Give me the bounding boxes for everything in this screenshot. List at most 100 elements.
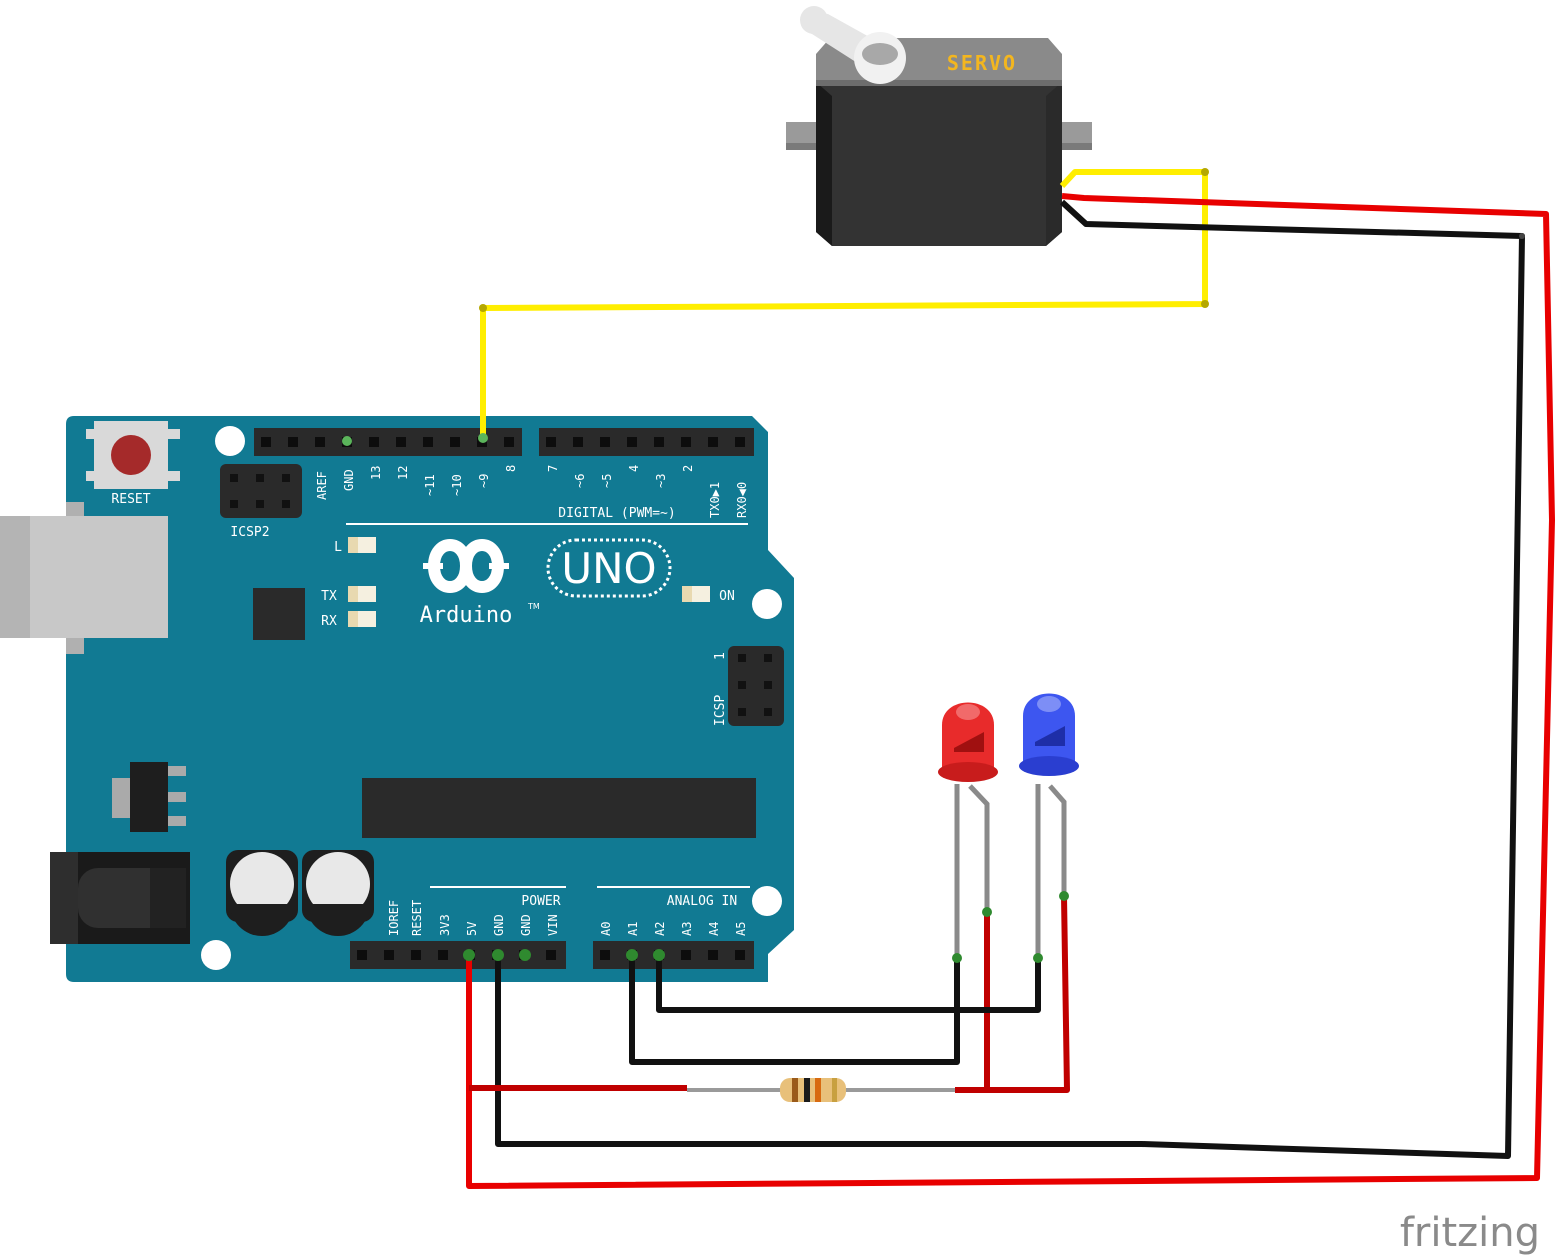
power-pin-labels: IOREF RESET 3V3 5V GND GND VIN <box>387 900 560 936</box>
pin-socket <box>504 437 514 447</box>
pin-socket <box>411 950 421 960</box>
icsp-header <box>728 646 784 726</box>
icsp-label: ICSP <box>713 695 728 726</box>
servo-ground-wire <box>495 199 1525 1159</box>
servo-power-wire <box>466 193 1555 1189</box>
signal-wire <box>480 169 1208 438</box>
pin-label: A2 <box>653 922 667 936</box>
resistor <box>780 1078 846 1102</box>
pin-socket <box>546 950 556 960</box>
pin-label: A3 <box>680 922 694 936</box>
pin-label: A0 <box>599 922 613 936</box>
pin-socket <box>384 950 394 960</box>
servo-label: SERVO <box>947 51 1017 75</box>
pin-label: GND <box>492 914 506 936</box>
icsp-pin1-label: 1 <box>713 652 728 660</box>
red-led <box>938 702 998 958</box>
pin-label: 8 <box>504 465 518 472</box>
pin-socket <box>600 950 610 960</box>
pin-label: A4 <box>707 922 721 936</box>
reset-button[interactable] <box>86 421 180 489</box>
pin-label: 5V <box>465 922 479 936</box>
pin-socket <box>735 950 745 960</box>
pin-socket <box>315 437 325 447</box>
led-tx-label: TX <box>321 589 337 604</box>
pin-label: ~9 <box>477 474 491 488</box>
pin-label: ~10 <box>450 474 464 496</box>
power-header <box>350 941 566 969</box>
pin-label: GND <box>342 469 356 491</box>
pin-label: AREF <box>315 471 329 500</box>
led-anode-wire <box>955 895 1070 1093</box>
analog-header-label: ANALOG IN <box>667 894 737 909</box>
pin-label: GND <box>519 914 533 936</box>
pin-label: ~5 <box>600 474 614 488</box>
pin-label: 3V3 <box>438 914 452 936</box>
status-led-on <box>682 586 710 602</box>
led-rx-label: RX <box>321 614 337 629</box>
pin-socket <box>438 950 448 960</box>
servo-motor: SERVO <box>786 6 1092 246</box>
pin-label: A5 <box>734 922 748 936</box>
mounting-hole <box>752 589 782 619</box>
pin-label: 4 <box>627 465 641 472</box>
pin-label: 12 <box>396 466 410 480</box>
led-l-label: L <box>334 540 342 555</box>
pin-label: ~6 <box>573 474 587 488</box>
logo-model: UNO <box>561 544 656 593</box>
pin-socket <box>369 437 379 447</box>
arduino-uno-board: RESET ICSP2 <box>0 416 794 982</box>
icsp2-header <box>220 464 302 518</box>
digital-header-right <box>539 428 754 456</box>
mounting-hole <box>201 940 231 970</box>
blue-led <box>1019 693 1079 958</box>
status-led-l <box>348 537 376 553</box>
pin-socket <box>423 437 433 447</box>
pin-label: 2 <box>681 465 695 472</box>
status-led-tx <box>348 586 376 602</box>
digital-pin-labels-right: 7 ~6 ~5 4 ~3 2 TX0▶1 RX0◀0 <box>546 465 749 518</box>
pin-label: IOREF <box>387 900 401 936</box>
pin-socket <box>600 437 610 447</box>
mounting-hole <box>215 426 245 456</box>
fritzing-watermark: fritzing <box>1400 1210 1540 1256</box>
pin-label: TX0▶1 <box>708 482 722 518</box>
pin-label: RESET <box>410 900 424 936</box>
logo-tm: TM <box>527 602 540 611</box>
pin-socket <box>708 437 718 447</box>
pin-label: RX0◀0 <box>735 482 749 518</box>
status-led-rx <box>348 611 376 627</box>
pin-socket <box>708 950 718 960</box>
pin-socket <box>288 437 298 447</box>
led-on-label: ON <box>719 589 735 604</box>
arduino-logo <box>423 538 672 598</box>
pin-socket <box>627 437 637 447</box>
analog-header <box>593 941 754 969</box>
pin-socket <box>396 437 406 447</box>
pin-socket <box>654 437 664 447</box>
pin-label: 7 <box>546 465 560 472</box>
voltage-regulator <box>112 762 186 832</box>
digital-header-label: DIGITAL (PWM=~) <box>558 506 675 521</box>
pin-socket <box>681 437 691 447</box>
pin-label: 13 <box>369 466 383 480</box>
pin-socket <box>573 437 583 447</box>
mounting-hole <box>752 886 782 916</box>
microcontroller-chip <box>362 778 756 838</box>
pin-label: ~11 <box>423 474 437 496</box>
power-header-label: POWER <box>521 894 560 909</box>
icsp2-label: ICSP2 <box>230 525 269 540</box>
pin-socket <box>261 437 271 447</box>
analog-pin-labels: A0 A1 A2 A3 A4 A5 <box>599 922 748 936</box>
power-jack <box>50 852 190 944</box>
board-pcb <box>66 416 794 982</box>
pin-label: VIN <box>546 914 560 936</box>
pin-label: ~3 <box>654 474 668 488</box>
capacitor <box>302 850 374 936</box>
pin-socket <box>681 950 691 960</box>
logo-brand: Arduino <box>420 603 513 628</box>
a2-cathode-wire <box>656 955 1041 1013</box>
reset-label: RESET <box>111 492 150 507</box>
pin-socket <box>546 437 556 447</box>
